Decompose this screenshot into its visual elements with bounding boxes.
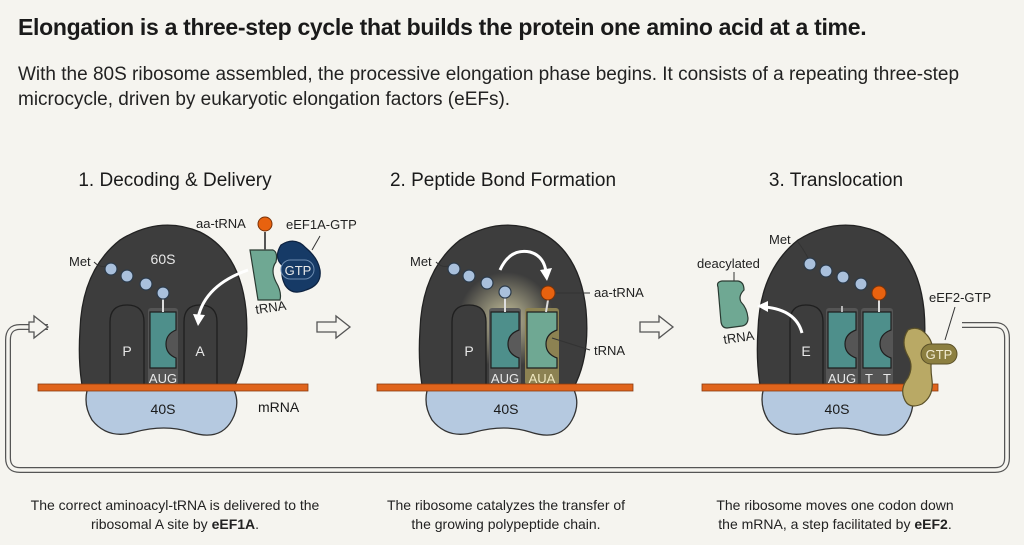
aa-trna-label: aa-tRNA <box>594 285 644 300</box>
trna-a-site <box>526 311 558 369</box>
gtp-label: GTP <box>926 347 953 362</box>
trna-p-site <box>149 311 177 369</box>
step-title: 3. Translocation <box>769 170 903 191</box>
caption-text: The ribosome catalyzes the transfer of t… <box>386 497 626 532</box>
codon-label-3: T <box>883 371 891 386</box>
step-arrow-1-to-2 <box>316 314 352 340</box>
caption-bold: eEF1A <box>211 516 256 532</box>
aa-trna-label: aa-tRNA <box>196 216 246 231</box>
large-subunit-label: 60S <box>151 251 176 267</box>
panel-translocation: 3. Translocation 40S E AUG T T Met deacy… <box>697 170 991 436</box>
caption-step-2: The ribosome catalyzes the transfer of t… <box>346 496 666 534</box>
eef1a-label: eEF1A-GTP <box>286 217 357 232</box>
p-site <box>451 304 487 385</box>
page-subtitle: With the 80S ribosome assembled, the pro… <box>18 64 960 110</box>
caption-end: . <box>947 516 952 532</box>
trna-a-site <box>862 311 892 369</box>
codon-label-2: T <box>865 371 873 386</box>
caption-step-3: The ribosome moves one codon down the mR… <box>675 496 995 534</box>
incoming-trna <box>249 249 282 301</box>
deacylated-trna <box>716 280 749 329</box>
step-arrow-2-to-3 <box>639 314 675 340</box>
p-site <box>109 304 145 385</box>
step-title: 2. Peptide Bond Formation <box>390 170 616 191</box>
small-subunit-label: 40S <box>494 401 519 417</box>
eef2-label: eEF2-GTP <box>929 290 991 305</box>
page-title: Elongation is a three-step cycle that bu… <box>18 14 867 40</box>
e-site-label: E <box>801 343 810 359</box>
codon-label-1: AUG <box>828 371 856 386</box>
codon-label: AUG <box>149 371 177 386</box>
peptide-chain <box>447 262 512 299</box>
cycle-loop-arrow <box>5 314 1010 473</box>
aa-trna-eef1a-complex: GTP <box>249 216 321 301</box>
transfer-arrow-icon <box>540 268 552 281</box>
codon-label-2: AUA <box>529 371 556 386</box>
right-arrow-icon <box>316 314 352 340</box>
caption-step-1: The correct aminoacyl-tRNA is delivered … <box>15 496 335 534</box>
p-site-label: P <box>122 343 131 359</box>
caption-bold: eEF2 <box>914 516 948 532</box>
panel-decoding: 1. Decoding & Delivery 40S 60S P A AUG M… <box>37 170 357 436</box>
a-site <box>183 304 218 385</box>
trna-p-site <box>827 311 857 369</box>
loop-arrowhead-icon <box>28 314 50 340</box>
ejection-arrow-icon <box>757 301 768 312</box>
peptide-chain <box>104 262 170 300</box>
mrna-label: mRNA <box>258 399 300 415</box>
p-site-label: P <box>464 343 473 359</box>
codon-label-1: AUG <box>491 371 519 386</box>
trna-label: tRNA <box>254 298 287 317</box>
met-label: Met <box>410 254 432 269</box>
amino-acid-dot <box>871 285 887 301</box>
panel-peptide-bond: 2. Peptide Bond Formation 40S P AUG AUA … <box>376 170 644 436</box>
delivery-arrow-icon <box>193 314 205 326</box>
met-label: Met <box>69 254 91 269</box>
small-subunit-label: 40S <box>151 401 176 417</box>
small-subunit-label: 40S <box>825 401 850 417</box>
amino-acid-dot <box>257 216 273 232</box>
mrna-strand <box>37 383 309 392</box>
deacylated-label: deacylated <box>697 256 760 271</box>
gtp-label: GTP <box>285 263 312 278</box>
caption-end: . <box>255 516 260 532</box>
trna-label: tRNA <box>594 343 625 358</box>
peptide-chain <box>803 257 868 291</box>
mrna-strand <box>376 383 634 392</box>
caption-text: The ribosome moves one codon down the mR… <box>716 497 954 532</box>
met-label: Met <box>769 232 791 247</box>
caption-text: The correct aminoacyl-tRNA is delivered … <box>30 497 320 532</box>
right-arrow-icon <box>639 314 675 340</box>
amino-acid-dot <box>540 285 556 301</box>
a-site-label: A <box>195 343 205 359</box>
trna-label: tRNA <box>722 328 755 347</box>
trna-p-site <box>490 311 520 369</box>
mrna-strand <box>701 383 939 392</box>
step-title: 1. Decoding & Delivery <box>78 170 272 191</box>
